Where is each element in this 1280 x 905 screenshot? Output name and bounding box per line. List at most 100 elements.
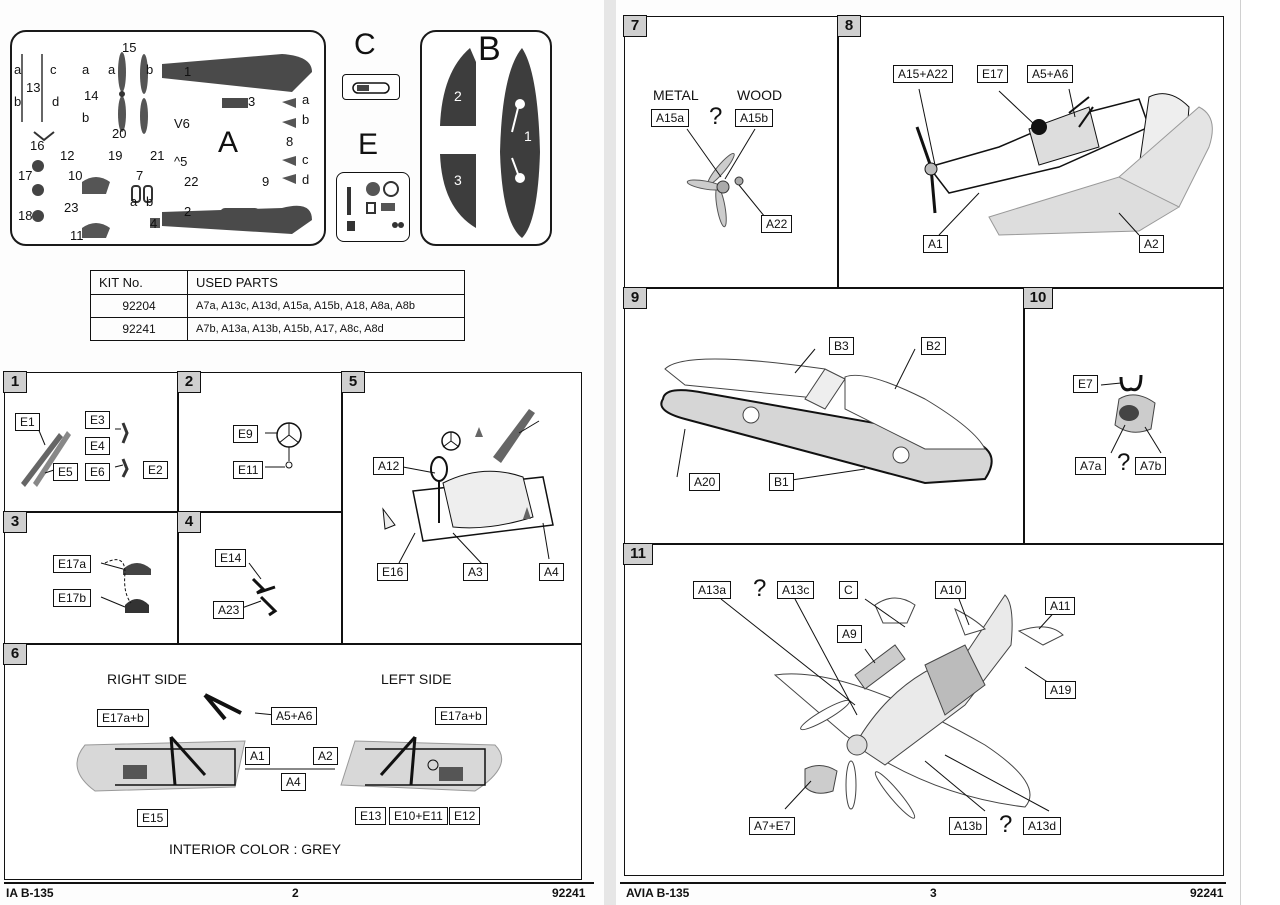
step-3-panel: 3 E17a E17b [3, 511, 178, 644]
part-callout: A13d [1023, 817, 1062, 835]
step-7-panel: 7 METAL WOOD A15a ? A15b A22 [623, 15, 838, 288]
question-mark: ? [1117, 449, 1131, 476]
part-callout: A13b [949, 817, 988, 835]
part-label: 1 [524, 128, 532, 144]
part-callout: E15 [137, 809, 169, 827]
sprue-e-title: E [358, 128, 379, 161]
part-label: 9 [262, 174, 270, 189]
part-label: 16 [30, 138, 45, 153]
footer-kit-code: 92241 [1190, 886, 1224, 900]
part-callout: E14 [215, 549, 247, 567]
part-callout: C [839, 581, 858, 599]
part-callout: B3 [829, 337, 854, 355]
part-callout: E11 [233, 461, 264, 479]
part-callout: A3 [463, 563, 488, 581]
step-number: 9 [623, 287, 647, 309]
part-label: 23 [64, 200, 79, 215]
part-label: a [14, 62, 22, 77]
scan-edge [1240, 0, 1280, 905]
question-mark: ? [709, 103, 723, 130]
part-label: 20 [112, 126, 127, 141]
part-label: a [108, 62, 116, 77]
part-label: 11 [70, 228, 84, 243]
part-label: 22 [184, 174, 199, 189]
question-mark: ? [753, 575, 767, 602]
part-callout: A19 [1045, 681, 1077, 699]
footer-page-number: 3 [930, 886, 937, 900]
page-gutter [604, 0, 616, 905]
wood-label: WOOD [737, 87, 783, 103]
part-callout: E4 [85, 437, 110, 455]
step-number: 11 [623, 543, 653, 565]
right-side-label: RIGHT SIDE [107, 671, 187, 687]
part-label: b [146, 62, 154, 77]
sprue-a-title: A [218, 126, 239, 159]
part-label: c [50, 62, 57, 77]
part-label: 14 [84, 88, 99, 103]
part-label: 19 [108, 148, 123, 163]
part-label: ^5 [174, 154, 188, 169]
step-8-panel: 8 A15+A22 E17 A5+A6 A1 A2 [837, 15, 1224, 288]
part-label: 15 [122, 40, 137, 55]
step-4-panel: 4 E14 A23 [177, 511, 342, 644]
part-label: 3 [248, 94, 256, 109]
sprue-a-drawing [21, 52, 312, 238]
footer-title: IA B-135 [6, 886, 54, 900]
part-callout: A11 [1045, 597, 1076, 615]
part-callout: A1 [245, 747, 270, 765]
part-label: d [52, 94, 60, 109]
part-callout: A12 [373, 457, 405, 475]
question-mark: ? [999, 811, 1013, 838]
part-label: 2 [184, 204, 192, 219]
sprue-c-title: C [354, 28, 376, 61]
part-callout: A15+A22 [893, 65, 953, 83]
step-6-panel: 6 RIGHT SIDE LEFT SIDE E17a+b A5+A6 E17a… [3, 643, 582, 880]
sprue-frame-b: B 2 1 3 [420, 30, 552, 246]
part-label: 1 [184, 64, 192, 79]
part-callout: E17a+b [435, 707, 487, 725]
part-label: b [302, 112, 310, 127]
step-number: 7 [623, 15, 647, 37]
part-callout: A2 [1139, 235, 1164, 253]
footer-title: AVIA B-135 [626, 886, 690, 900]
part-label: 8 [286, 134, 294, 149]
part-callout: E17a+b [97, 709, 149, 727]
step-1-panel: 1 E1 E3 E4 E5 E6 E2 [3, 371, 178, 512]
sprue-frame-a: A a c a 13 14 b d b 15 a b 1 3 a b 8 c d… [10, 30, 326, 246]
part-callout: A22 [761, 215, 793, 233]
part-callout: E13 [355, 807, 387, 825]
part-label: 7 [136, 168, 144, 183]
part-callout: E1 [15, 413, 40, 431]
footer-rule [620, 882, 1226, 884]
part-callout: E17 [977, 65, 1009, 83]
used-parts-header: USED PARTS [187, 270, 465, 295]
part-callout: E17a [53, 555, 92, 573]
part-callout: B1 [769, 473, 794, 491]
part-label: 18 [18, 208, 33, 223]
used-parts-table: KIT No. USED PARTS 92204 A7a, A13c, A13d… [90, 270, 465, 341]
right-page: 7 METAL WOOD A15a ? A15b A22 8 [616, 0, 1240, 905]
interior-color-note: INTERIOR COLOR : GREY [169, 841, 341, 857]
part-label: a [302, 92, 310, 107]
part-callout: A15b [735, 109, 774, 127]
part-label: 13 [26, 80, 41, 95]
part-label: 21 [150, 148, 165, 163]
part-label: a [130, 194, 138, 209]
metal-label: METAL [653, 87, 699, 103]
part-callout: E17b [53, 589, 92, 607]
part-callout: E6 [85, 463, 110, 481]
table-row: 92204 A7a, A13c, A13d, A15a, A15b, A18, … [90, 294, 465, 318]
footer-page-number: 2 [292, 886, 299, 900]
part-callout: A15a [651, 109, 690, 127]
part-callout: A7a [1075, 457, 1107, 475]
step-number: 10 [1023, 287, 1053, 309]
footer-rule [4, 882, 594, 884]
part-callout: E7 [1073, 375, 1098, 393]
step-11-panel: 11 A13a ? A13c C A10 A11 A9 A19 A7+ [623, 543, 1224, 876]
part-label: 12 [60, 148, 75, 163]
step-number: 1 [3, 371, 27, 393]
step-number: 3 [3, 511, 27, 533]
footer-kit-code: 92241 [552, 886, 586, 900]
part-callout: A13a [693, 581, 732, 599]
part-callout: E12 [449, 807, 481, 825]
